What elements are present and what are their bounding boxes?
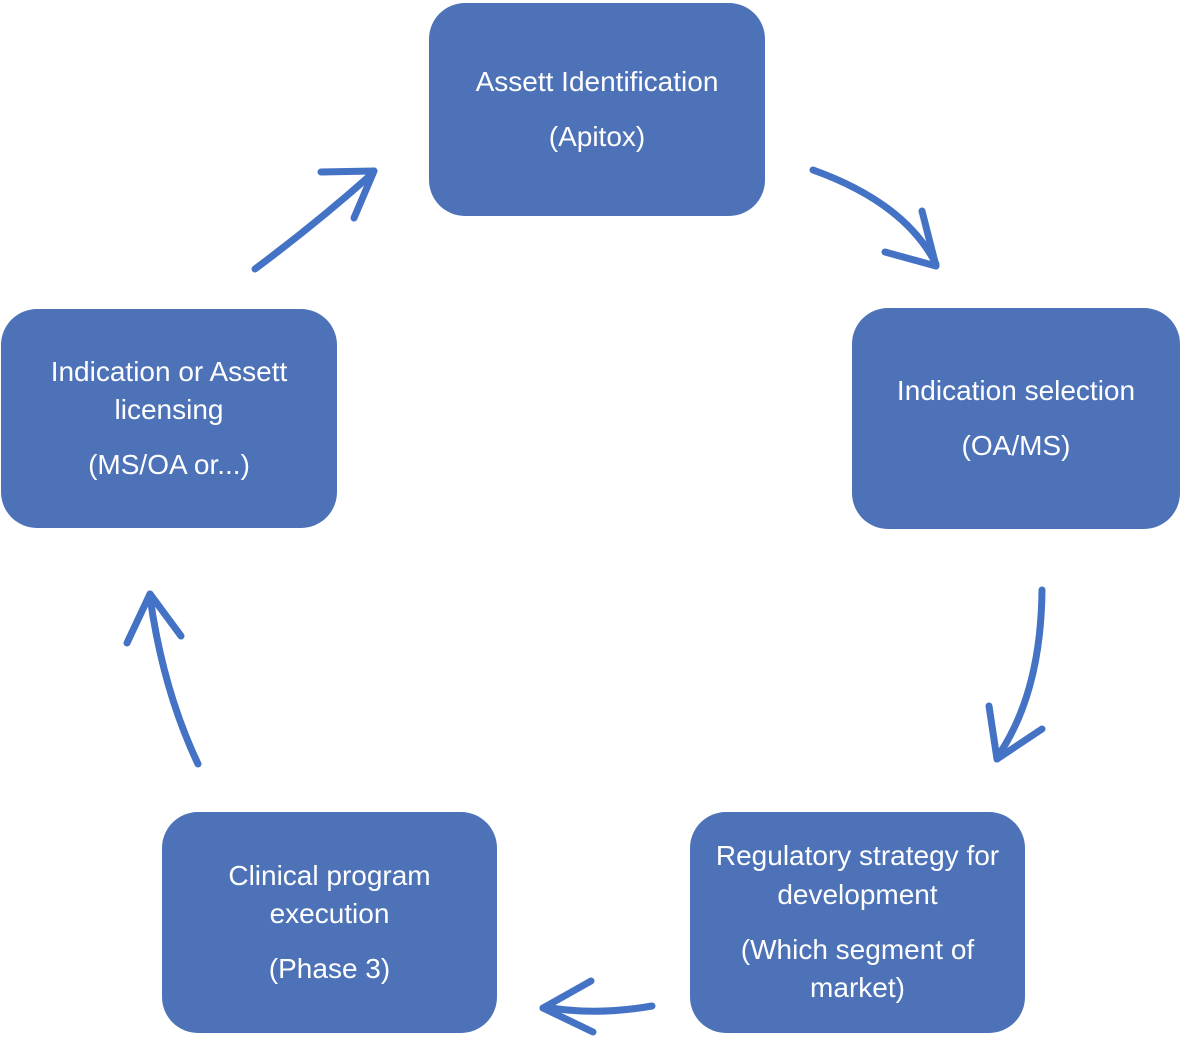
node-indication-or-asset-licensing: Indication or Assett licensing (MS/OA or… [1, 309, 337, 528]
node-label: Assett Identification [475, 65, 719, 97]
node-label: Regulatory strategy for development [715, 840, 1000, 910]
node-label: Clinical program execution [228, 859, 431, 930]
arrow-regulatory-to-clinical-icon [539, 977, 656, 1036]
arrow-indication-to-regulatory-icon [985, 586, 1046, 763]
node-sublabel: (MS/OA or...) [88, 448, 250, 480]
node-clinical-program-execution: Clinical program execution (Phase 3) [162, 812, 497, 1033]
node-regulatory-strategy: Regulatory strategy for development (Whi… [690, 812, 1025, 1033]
node-label: Indication selection [896, 374, 1136, 406]
node-asset-identification: Assett Identification (Apitox) [429, 3, 765, 216]
arrow-licensing-to-asset-icon [251, 167, 378, 273]
node-sublabel: (Which segment of market) [740, 933, 975, 1004]
node-sublabel: (Phase 3) [268, 952, 391, 984]
arrow-clinical-to-licensing-icon [123, 590, 202, 768]
node-sublabel: (Apitox) [548, 120, 646, 152]
node-indication-selection: Indication selection (OA/MS) [852, 308, 1180, 529]
node-sublabel: (OA/MS) [961, 429, 1071, 461]
node-label: Indication or Assett licensing [50, 355, 288, 426]
arrow-asset-to-indication-icon [809, 166, 940, 270]
